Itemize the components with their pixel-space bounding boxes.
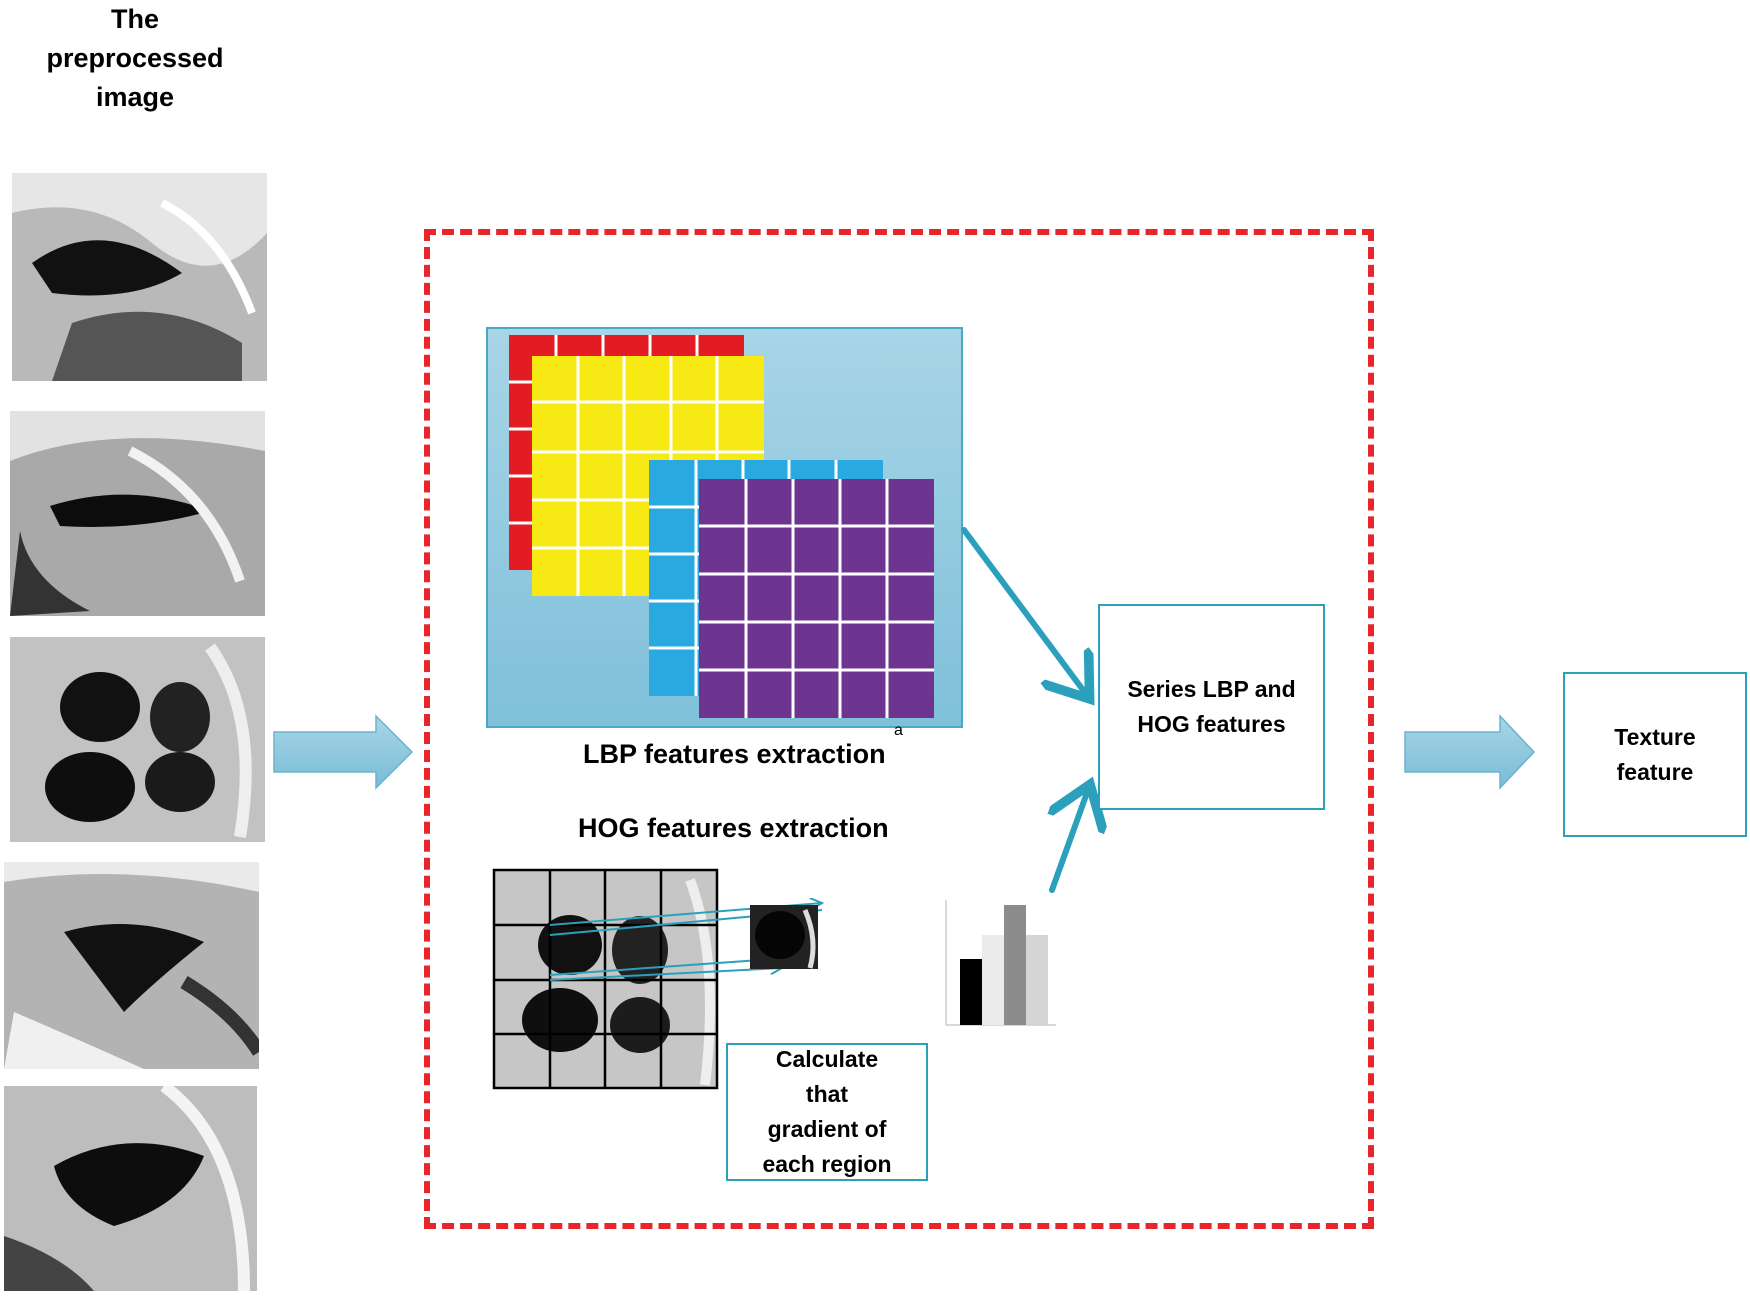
gradient-note-line-2: that bbox=[805, 1081, 849, 1107]
hog-histogram bbox=[945, 900, 1056, 1026]
title-line-1: The bbox=[110, 4, 159, 34]
series-features-box: Series LBP and HOG features bbox=[1098, 604, 1325, 810]
hog-features-label: HOG features extraction bbox=[578, 813, 889, 843]
texture-line-2: feature bbox=[1616, 758, 1694, 785]
gradient-note-line-1: Calculate bbox=[775, 1046, 879, 1072]
hog-to-series-arrow bbox=[1052, 790, 1088, 893]
ultrasound-thumbnail-1 bbox=[12, 173, 267, 381]
preprocessed-image-title: The preprocessed image bbox=[20, 0, 250, 117]
gradient-note-line-3: gradient of bbox=[767, 1116, 887, 1142]
ultrasound-thumbnail-5 bbox=[4, 1086, 257, 1291]
histogram-bar-1 bbox=[960, 959, 982, 1025]
lbp-superscript: a bbox=[894, 722, 903, 739]
title-line-2: preprocessed bbox=[46, 43, 224, 73]
lbp-features-label: LBP features extraction bbox=[583, 739, 886, 769]
ultrasound-thumbnail-2 bbox=[10, 411, 265, 616]
gradient-note-box: Calculate that gradient of each region bbox=[726, 1043, 928, 1181]
feature-extraction-container bbox=[424, 229, 1374, 1229]
lbp-grid-purple bbox=[699, 479, 934, 718]
histogram-bar-3 bbox=[1004, 905, 1026, 1025]
series-line-1: Series LBP and bbox=[1127, 676, 1296, 702]
lbp-to-series-arrow bbox=[961, 527, 1086, 694]
ultrasound-thumbnail-4 bbox=[4, 862, 259, 1069]
hog-zoomed-cell bbox=[750, 905, 818, 969]
input-block-arrow bbox=[273, 714, 414, 790]
output-block-arrow bbox=[1404, 714, 1536, 790]
ultrasound-thumbnail-3 bbox=[10, 637, 265, 842]
title-line-3: image bbox=[95, 82, 175, 112]
texture-line-1: Texture bbox=[1614, 723, 1696, 750]
series-line-2: HOG features bbox=[1137, 711, 1286, 737]
gradient-note-line-4: each region bbox=[762, 1151, 892, 1177]
histogram-bar-2 bbox=[982, 935, 1004, 1025]
hog-grid-image bbox=[492, 868, 719, 1090]
texture-feature-box: Texture feature bbox=[1563, 672, 1747, 837]
histogram-bar-4 bbox=[1026, 935, 1048, 1025]
